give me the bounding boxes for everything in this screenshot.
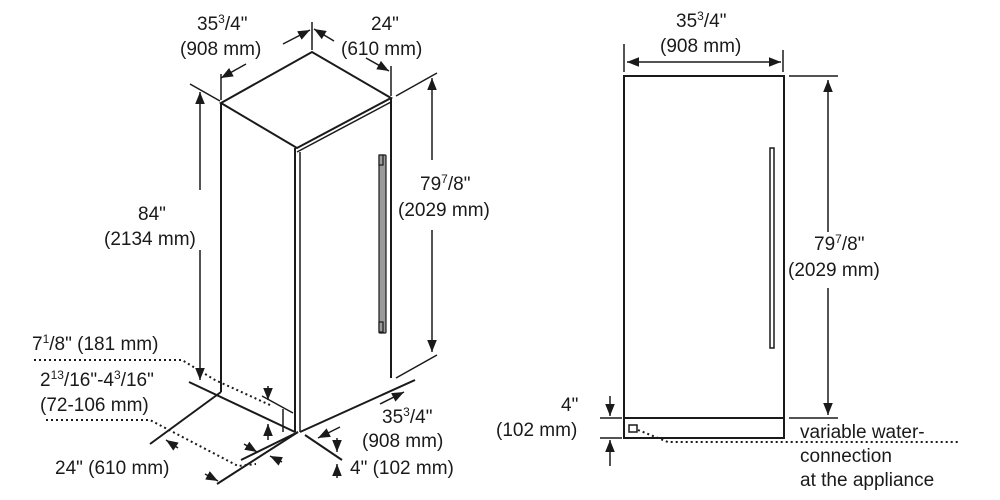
top-depth-label: 24": [371, 14, 399, 35]
front-height-label: 797/8": [814, 232, 864, 255]
water-note-line1: variable water-: [800, 422, 925, 443]
front-view: 353/4" (908 mm) 797/8" (2029 mm) 4" (102…: [496, 9, 958, 491]
top-depth-mm: (610 mm): [341, 39, 422, 60]
base-height-label: 4": [561, 395, 578, 416]
front-width-mm: (908 mm): [660, 36, 741, 57]
toe-kick-depth-label: 71/8" (181 mm): [32, 332, 158, 355]
water-note-line3: at the appliance: [800, 470, 934, 491]
overall-height-label: 84": [138, 204, 166, 225]
door-handle: [378, 154, 387, 334]
toe-kick-height-label: 213/16"-43/16": [40, 368, 154, 391]
water-connection-marker: [628, 424, 638, 433]
bottom-offset-label: 4" (102 mm): [350, 458, 454, 479]
toe-kick-height-mm: (72-106 mm): [40, 395, 149, 416]
base-height-mm: (102 mm): [496, 420, 577, 441]
appliance-front: [623, 75, 785, 439]
cabinet-top-face: [218, 50, 394, 150]
bottom-depth-label: 24" (610 mm): [55, 458, 169, 479]
bottom-width-label: 353/4": [382, 405, 432, 428]
isometric-view: 353/4" (908 mm) 24" (610 mm) 84" (2134 m…: [32, 12, 490, 485]
front-height-mm: (2029 mm): [788, 260, 880, 281]
top-width-mm: (908 mm): [180, 39, 261, 60]
cabinet-height-mm: (2029 mm): [398, 200, 490, 221]
cabinet-height-label: 797/8": [420, 172, 470, 195]
front-width-label: 353/4": [676, 9, 726, 32]
overall-height-mm: (2134 mm): [104, 229, 196, 250]
water-note-line2: connection: [800, 446, 892, 467]
front-door-handle: [769, 147, 775, 349]
top-width-label: 353/4": [197, 12, 247, 35]
bottom-width-mm: (908 mm): [362, 431, 443, 452]
